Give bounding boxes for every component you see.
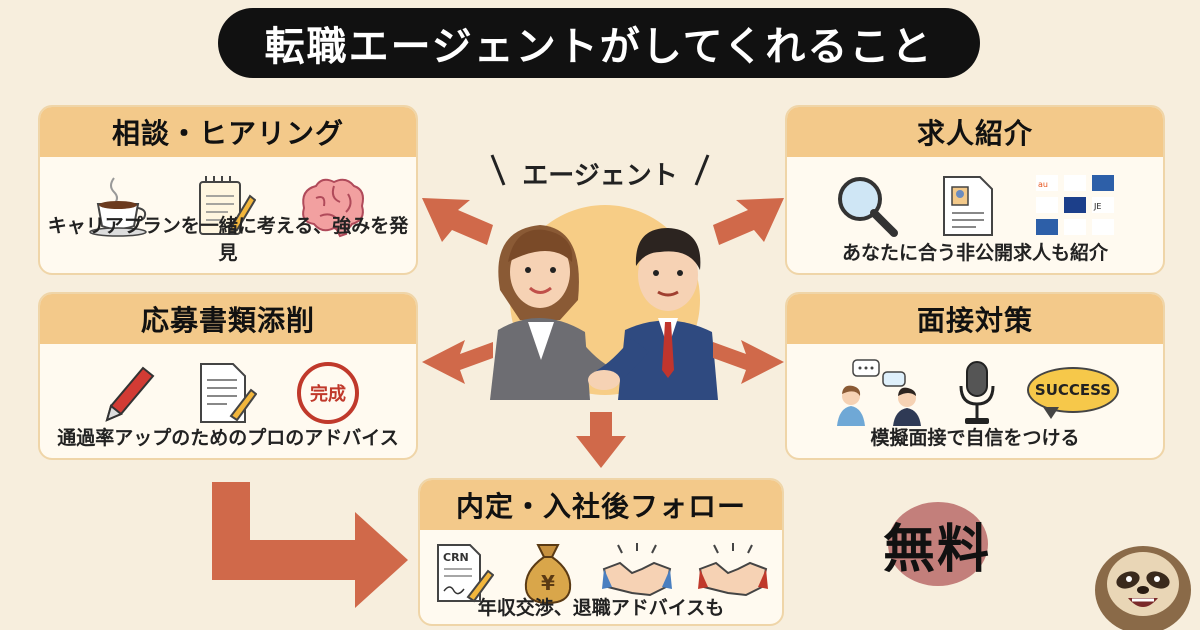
success-text: SUCCESS (1034, 381, 1112, 399)
handshake-icon-2 (698, 543, 768, 597)
stamp-icon: 完成 (297, 362, 359, 424)
card-offer-header: 内定・入社後フォロー (420, 480, 782, 530)
arrow-to-interview (713, 340, 784, 384)
money-bag-icon: ¥ (520, 541, 576, 605)
agent-label: エージェント (490, 155, 710, 192)
card-consultation-heading: 相談・ヒアリング (111, 117, 344, 150)
card-jobs-heading: 求人紹介 (916, 117, 1033, 150)
card-docs-icons: 完成 (40, 350, 416, 436)
card-jobs-header: 求人紹介 (787, 107, 1163, 157)
svg-text:au: au (1038, 180, 1048, 189)
pen-icon (105, 366, 155, 422)
card-docs-header: 応募書類添削 (40, 294, 416, 344)
free-badge: 無料 (862, 494, 1012, 594)
notepad-icon (199, 176, 256, 235)
center-sun (510, 205, 700, 395)
sloth-mascot-icon (1095, 546, 1191, 630)
interview-people-icon (837, 359, 921, 426)
card-interview-icons: SUCCESS (787, 350, 1163, 436)
card-docs-caption: 通過率アップのためのプロのアドバイス (57, 427, 399, 449)
free-badge-stamp (888, 502, 988, 586)
card-offer-icons: CRN ¥ (420, 534, 782, 612)
microphone-icon (959, 361, 995, 424)
card-offer-followup: 内定・入社後フォロー CRN ¥ 年収交渉、退職アドバイスも (418, 478, 784, 626)
card-document-review: 応募書類添削 完成 通過率アップのためのプロのアドバイス (38, 292, 418, 460)
svg-text:JE: JE (1093, 202, 1101, 211)
card-interview-heading: 面接対策 (916, 304, 1033, 337)
card-offer-caption: 年収交渉、退職アドバイスも (477, 597, 725, 619)
brain-icon (302, 178, 364, 238)
agent-label-text: エージェント (522, 161, 678, 191)
speech-bubble-icon: SUCCESS (1027, 367, 1119, 419)
stamp-text: 完成 (310, 384, 346, 405)
handshake-icon (602, 543, 672, 597)
card-jobs-caption: あなたに合う非公開求人も紹介 (841, 242, 1108, 264)
card-docs-heading: 応募書類添削 (140, 304, 315, 337)
company-logos-icon: au JE (1036, 175, 1114, 235)
magnifier-icon (838, 177, 898, 237)
arrow-to-jobs (713, 198, 784, 245)
card-interview-prep: 面接対策 SUCCESS 模擬面接で自信をつける (785, 292, 1165, 460)
title-banner: 転職エージェントがしてくれること (218, 8, 980, 78)
arrow-to-docs (422, 340, 493, 384)
contract-icon: CRN (437, 544, 494, 603)
card-offer-heading: 内定・入社後フォロー (455, 490, 746, 523)
card-interview-caption: 模擬面接で自信をつける (870, 427, 1080, 449)
free-badge-text: 無料 (882, 519, 991, 580)
card-interview-header: 面接対策 (787, 294, 1163, 344)
resume-icon (943, 176, 993, 236)
card-consultation-icons (40, 163, 416, 249)
document-icon (200, 363, 257, 423)
card-job-introduction: 求人紹介 au JE あなたに合う非公開求人も紹介 (785, 105, 1165, 275)
card-jobs-icons: au JE (787, 163, 1163, 249)
card-consultation-caption: キャリアプランを一緒に考える、強みを発見 (47, 215, 409, 264)
arrow-big-to-offer (212, 482, 408, 608)
coffee-icon (89, 177, 147, 237)
arrow-to-offer (576, 412, 626, 468)
arrow-to-consult (422, 198, 493, 245)
card-consultation-header: 相談・ヒアリング (40, 107, 416, 157)
card-consultation: 相談・ヒアリング キャリアプランを一緒に考える、強みを発見 (38, 105, 418, 275)
page-title: 転職エージェントがしてくれること (264, 24, 934, 70)
money-bag-yen: ¥ (541, 571, 555, 595)
contract-doc-text: CRN (443, 551, 469, 564)
